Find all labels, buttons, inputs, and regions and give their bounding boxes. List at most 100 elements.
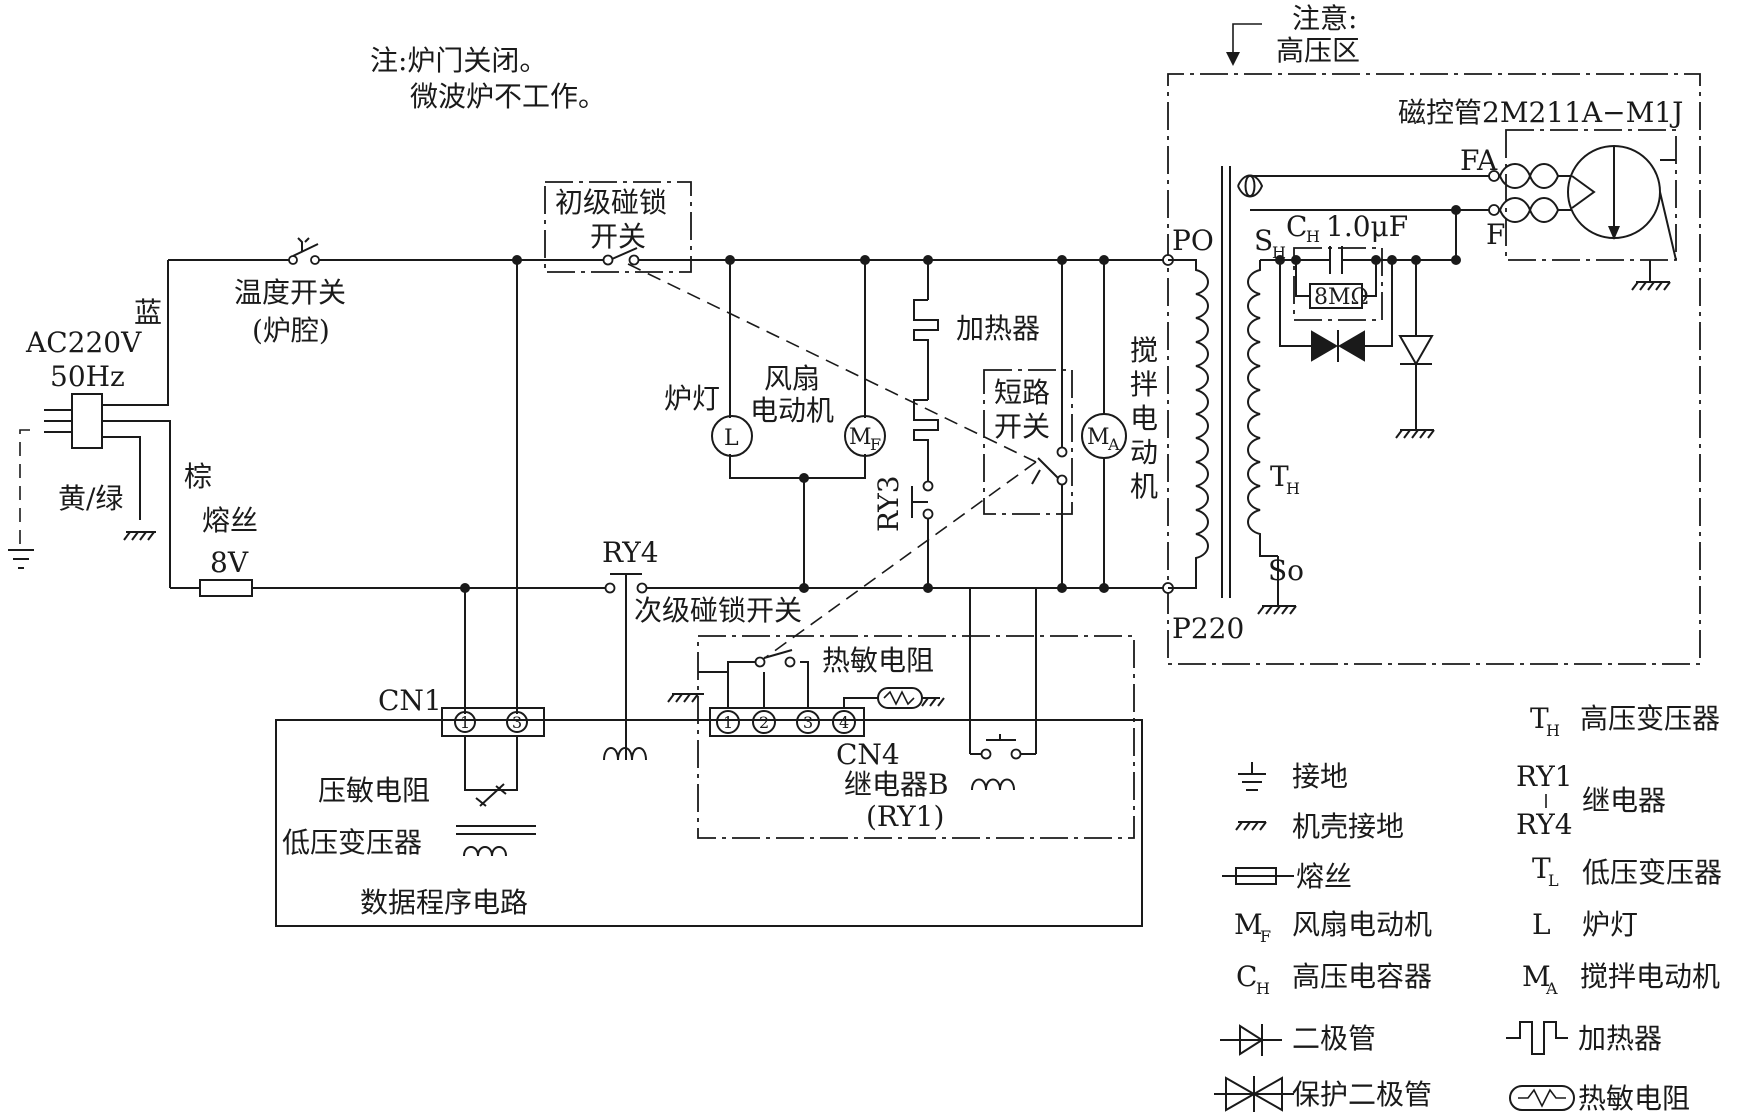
short-circuit-switch: 短路 开关 [983, 260, 1073, 588]
legend-relay: RY1 RY4 继电器 [1516, 760, 1666, 841]
cn4-label: CN4 [836, 738, 900, 771]
plug-prongs [44, 409, 72, 433]
data-circuit-label: 数据程序电路 [360, 886, 528, 919]
legend-ry-top: RY1 [1516, 760, 1573, 793]
fan-motor-symbol: M [849, 425, 872, 450]
legend-tl-sym: T [1532, 852, 1551, 885]
primary-interlock-switch: 初级碰锁 开关 [544, 181, 692, 273]
ground-symbol-plug [8, 549, 34, 569]
stirrer-motor-branch: M A 搅 拌 电 动 机 [1081, 260, 1158, 588]
diode-ground [1395, 429, 1435, 439]
th-label: T [1270, 460, 1289, 493]
main-fuse: 熔丝 8V [199, 504, 258, 597]
transformer-secondary-coil [1247, 260, 1278, 557]
legend-fuse-text: 熔丝 [1296, 860, 1352, 893]
data-program-circuit: 数据程序电路 CN1 1 3 压敏电阻 低压变压器 1 2 3 4 CN4 热敏… [275, 588, 1143, 927]
legend-protect-diode-text: 保护二极管 [1292, 1078, 1432, 1111]
lv-transformer-core [456, 825, 536, 835]
cn4-pin4: 4 [839, 713, 849, 732]
cn4-pin3: 3 [803, 713, 813, 732]
cn1-label: CN1 [378, 684, 442, 717]
legend-hv-capacitor: C H 高压电容器 [1236, 960, 1432, 998]
stirrer-label-2: 拌 [1130, 368, 1158, 401]
legend-chassis-ground: 机壳接地 [1235, 810, 1404, 843]
legend-chassis-text: 机壳接地 [1292, 810, 1404, 843]
resistor-label: 8MΩ [1314, 285, 1369, 310]
ch-label: C [1286, 210, 1307, 243]
stirrer-label-1: 搅 [1130, 334, 1158, 367]
legend-cap-sym: C [1236, 960, 1257, 993]
magnetron-choke-1 [1499, 163, 1560, 189]
inner-control-box [697, 635, 1135, 839]
legend: 接地 机壳接地 熔丝 M F 风扇电动机 C H 高压电容器 二极管 保护二极管 [1214, 702, 1722, 1115]
inner-chassis-ground [667, 671, 728, 703]
interlock-mechanical-links [627, 263, 1037, 661]
transformer-core [1221, 166, 1231, 598]
legend-cap-text: 高压电容器 [1292, 960, 1432, 993]
legend-heater: 加热器 [1506, 1021, 1662, 1055]
relay-b-coil [971, 778, 1015, 791]
legend-hv-transformer: T H 高压变压器 [1530, 702, 1720, 740]
lamp-label: 炉灯 [664, 382, 720, 415]
fan-label-1: 风扇 [764, 362, 820, 395]
legend-fan-sub: F [1260, 927, 1271, 946]
temperature-switch: 温度开关 (炉腔) [234, 237, 346, 347]
protection-diode [1311, 330, 1365, 362]
ch-value-label: 1.0μF [1326, 210, 1408, 243]
oven-lamp [711, 415, 753, 457]
door-note-line1: 注:炉门关闭。 [370, 44, 547, 77]
magnetron-choke-2 [1499, 197, 1560, 223]
high-voltage-area: PO P220 S H T H So C H 1.0μF 8MΩ [1162, 73, 1701, 665]
th-sub: H [1286, 479, 1300, 498]
ry4-secondary-interlock: RY4 次级碰锁开关 [602, 536, 802, 761]
door-note: 注:炉门关闭。 微波炉不工作。 [370, 44, 606, 113]
legend-lv-transformer: T L 低压变压器 [1532, 852, 1722, 890]
door-note-line2: 微波炉不工作。 [410, 80, 606, 113]
ry3-contact [911, 486, 928, 518]
blue-wire-label: 蓝 [134, 296, 162, 329]
ac-voltage-label: AC220V [25, 326, 142, 359]
legend-relay-text: 继电器 [1582, 784, 1666, 817]
magnetron-label: 磁控管2M211A−M1J [1398, 96, 1683, 129]
ac-frequency-label: 50Hz [50, 360, 125, 393]
legend-cap-sub: H [1256, 979, 1270, 998]
primary-interlock-label-1: 初级碰锁 [555, 186, 667, 219]
thermistor-component [877, 687, 923, 709]
cn4-pin1: 1 [723, 713, 733, 732]
legend-fan-motor: M F 风扇电动机 [1234, 908, 1432, 946]
lamp-branch: L 炉灯 M F 风扇 电动机 [664, 260, 886, 588]
fuse-value-label: 8V [210, 546, 249, 579]
temp-switch-label: 温度开关 [234, 276, 346, 309]
earth-wire [19, 429, 30, 548]
legend-lamp-sym: L [1532, 908, 1551, 941]
hv-note-line1: 注意: [1292, 2, 1357, 35]
chassis-ground-plug [123, 531, 156, 541]
capacitor-module [1293, 247, 1383, 321]
relay-b-sub-label: (RY1) [866, 800, 944, 833]
legend-ma-sub: A [1545, 979, 1558, 998]
lv-transformer-coil [463, 846, 507, 857]
cn1-pin3: 3 [512, 713, 522, 732]
ry4-label: RY4 [602, 536, 659, 569]
heater-element-2 [913, 399, 939, 482]
legend-ry-bottom: RY4 [1516, 808, 1573, 841]
short-switch-label-2: 开关 [994, 410, 1050, 443]
fan-motor-sub: F [870, 435, 881, 454]
po-label: PO [1172, 224, 1214, 257]
ch-sub: H [1306, 227, 1320, 246]
yellow-green-label: 黄/绿 [58, 482, 123, 515]
legend-th-sub: H [1546, 721, 1560, 740]
cn1-pin1: 1 [460, 713, 470, 732]
legend-lamp-text: 炉灯 [1582, 908, 1638, 941]
fa-label: FA [1460, 144, 1498, 177]
fan-label-2: 电动机 [750, 394, 834, 427]
legend-fan-sym: M [1234, 908, 1263, 941]
ry3-label: RY3 [872, 475, 905, 532]
magnetron-ground [1631, 260, 1671, 291]
cn1-connector [441, 707, 545, 737]
hv-note-arrow [1226, 52, 1240, 66]
cn4-pin2: 2 [759, 713, 769, 732]
varistor-label: 压敏电阻 [318, 774, 430, 807]
temp-switch-sub-label: (炉腔) [252, 314, 330, 347]
